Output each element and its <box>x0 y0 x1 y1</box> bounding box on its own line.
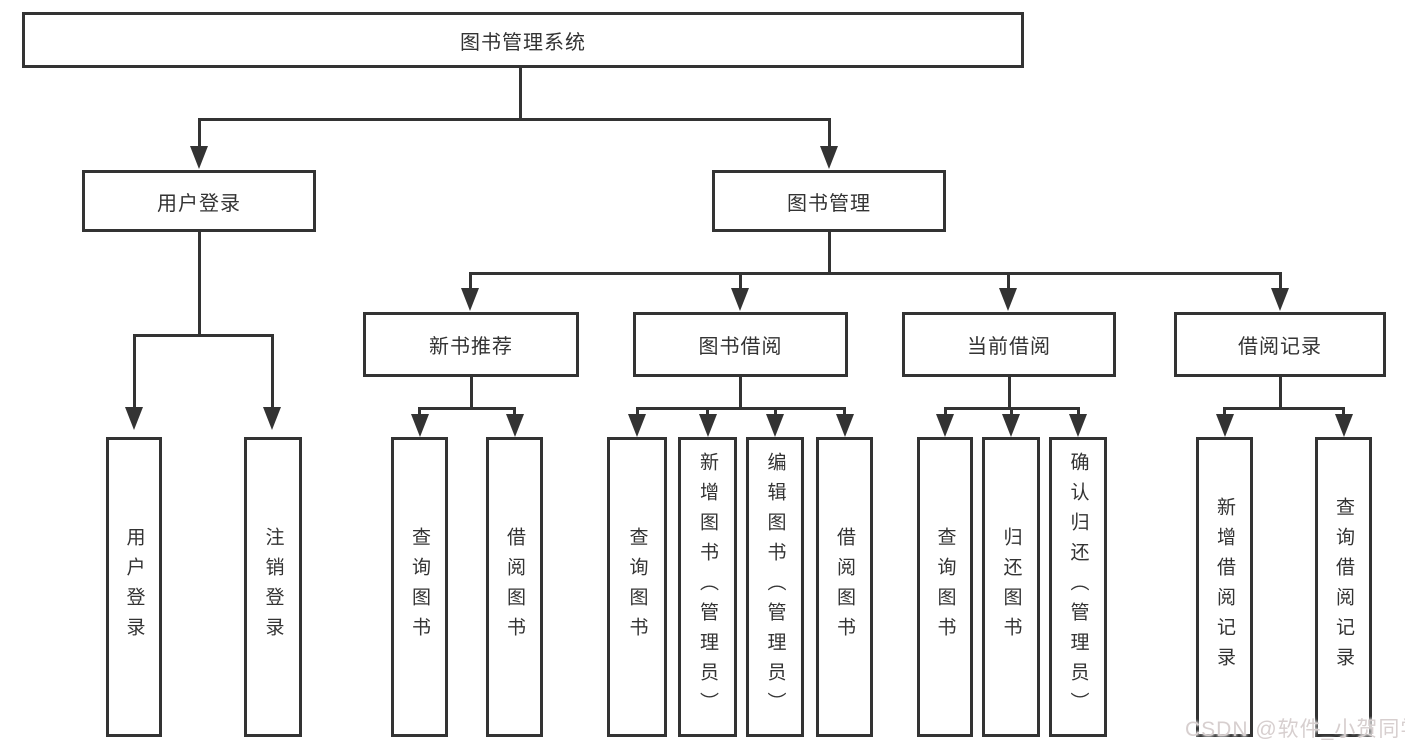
connector <box>418 407 421 416</box>
connector <box>774 407 777 416</box>
arrow-down-icon <box>1216 414 1234 437</box>
arrow-down-icon <box>461 288 479 311</box>
leaf-return-books: 归还图书 <box>982 437 1040 737</box>
node-book-borrow: 图书借阅 <box>633 312 848 377</box>
arrow-down-icon <box>628 414 646 437</box>
arrow-down-icon <box>731 288 749 311</box>
connector <box>133 334 274 337</box>
arrow-down-icon <box>125 407 143 430</box>
leaf-user-login: 用户登录 <box>106 437 162 737</box>
arrow-down-icon <box>999 288 1017 311</box>
arrow-down-icon <box>263 407 281 430</box>
node-user-login: 用户登录 <box>82 170 316 232</box>
leaf-confirm-return-admin: 确认归还（管理员） <box>1049 437 1107 737</box>
leaf-edit-books-admin: 编辑图书（管理员） <box>746 437 804 737</box>
leaf-query-books: 查询图书 <box>607 437 667 737</box>
connector <box>944 407 947 416</box>
connector <box>1223 407 1226 416</box>
connector <box>198 232 201 335</box>
connector <box>469 272 472 289</box>
connector <box>133 334 136 408</box>
csdn-watermark: CSDN @软件_小贺同学 <box>1185 718 1405 741</box>
connector <box>1010 407 1013 416</box>
connector <box>1279 272 1282 289</box>
connector <box>469 272 1282 275</box>
connector <box>513 407 516 416</box>
arrow-down-icon <box>936 414 954 437</box>
arrow-down-icon <box>1069 414 1087 437</box>
node-borrow-records: 借阅记录 <box>1174 312 1386 377</box>
arrow-down-icon <box>1271 288 1289 311</box>
connector <box>470 377 473 408</box>
leaf-query-borrow-record: 查询借阅记录 <box>1315 437 1372 737</box>
arrow-down-icon <box>766 414 784 437</box>
connector <box>828 118 831 146</box>
connector <box>1223 407 1345 410</box>
leaf-add-borrow-record: 新增借阅记录 <box>1196 437 1253 737</box>
connector <box>1008 377 1011 408</box>
node-current-borrow: 当前借阅 <box>902 312 1116 377</box>
leaf-query-books: 查询图书 <box>917 437 973 737</box>
arrow-down-icon <box>190 146 208 169</box>
node-new-book-recommend: 新书推荐 <box>363 312 579 377</box>
connector <box>1342 407 1345 416</box>
connector <box>198 118 831 121</box>
connector <box>636 407 845 410</box>
connector <box>1007 272 1010 289</box>
connector <box>1279 377 1282 408</box>
node-library-management-system: 图书管理系统 <box>22 12 1024 68</box>
connector <box>636 407 639 416</box>
connector <box>828 232 831 272</box>
leaf-borrow-books: 借阅图书 <box>816 437 873 737</box>
leaf-add-books-admin: 新增图书（管理员） <box>678 437 737 737</box>
arrow-down-icon <box>836 414 854 437</box>
connector <box>519 68 522 118</box>
leaf-query-books: 查询图书 <box>391 437 448 737</box>
arrow-down-icon <box>820 146 838 169</box>
connector <box>739 377 742 408</box>
arrow-down-icon <box>1335 414 1353 437</box>
connector <box>739 272 742 289</box>
connector <box>1077 407 1080 416</box>
node-book-management: 图书管理 <box>712 170 946 232</box>
arrow-down-icon <box>1002 414 1020 437</box>
connector <box>418 407 516 410</box>
connector <box>843 407 846 416</box>
arrow-down-icon <box>699 414 717 437</box>
leaf-logout: 注销登录 <box>244 437 302 737</box>
arrow-down-icon <box>411 414 429 437</box>
connector <box>198 118 201 146</box>
connector <box>271 334 274 408</box>
arrow-down-icon <box>506 414 524 437</box>
connector <box>706 407 709 416</box>
leaf-borrow-books: 借阅图书 <box>486 437 543 737</box>
